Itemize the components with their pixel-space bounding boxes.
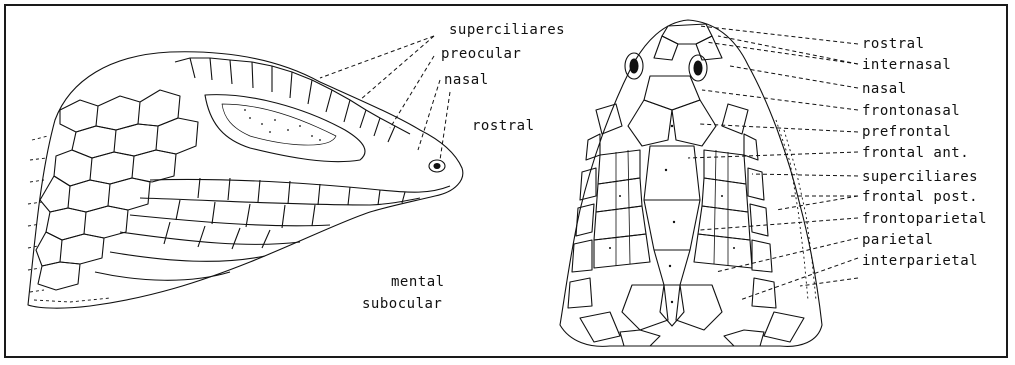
label-parietal: parietal bbox=[862, 232, 933, 248]
label-superciliares-left: superciliares bbox=[449, 22, 565, 38]
label-rostral-left: rostral bbox=[472, 118, 535, 134]
label-rostral-right: rostral bbox=[862, 36, 925, 52]
label-superciliares-right: superciliares bbox=[862, 169, 978, 185]
lateral-head-drawing bbox=[28, 52, 463, 308]
label-nasal-left: nasal bbox=[444, 72, 489, 88]
label-frontoparietal: frontoparietal bbox=[862, 211, 987, 227]
label-frontal-ant: frontal ant. bbox=[862, 145, 969, 161]
label-frontonasal: frontonasal bbox=[862, 103, 960, 119]
label-internasal: internasal bbox=[862, 57, 951, 73]
label-interparietal: interparietal bbox=[862, 253, 978, 269]
label-subocular: subocular bbox=[362, 296, 442, 312]
label-frontal-post: frontal post. bbox=[862, 189, 978, 205]
label-nasal-right: nasal bbox=[862, 81, 907, 97]
dorsal-head-drawing bbox=[560, 20, 822, 346]
label-preocular: preocular bbox=[441, 46, 521, 62]
label-prefrontal: prefrontal bbox=[862, 124, 951, 140]
label-mental: mental bbox=[391, 274, 445, 290]
leader-lines bbox=[320, 26, 858, 300]
